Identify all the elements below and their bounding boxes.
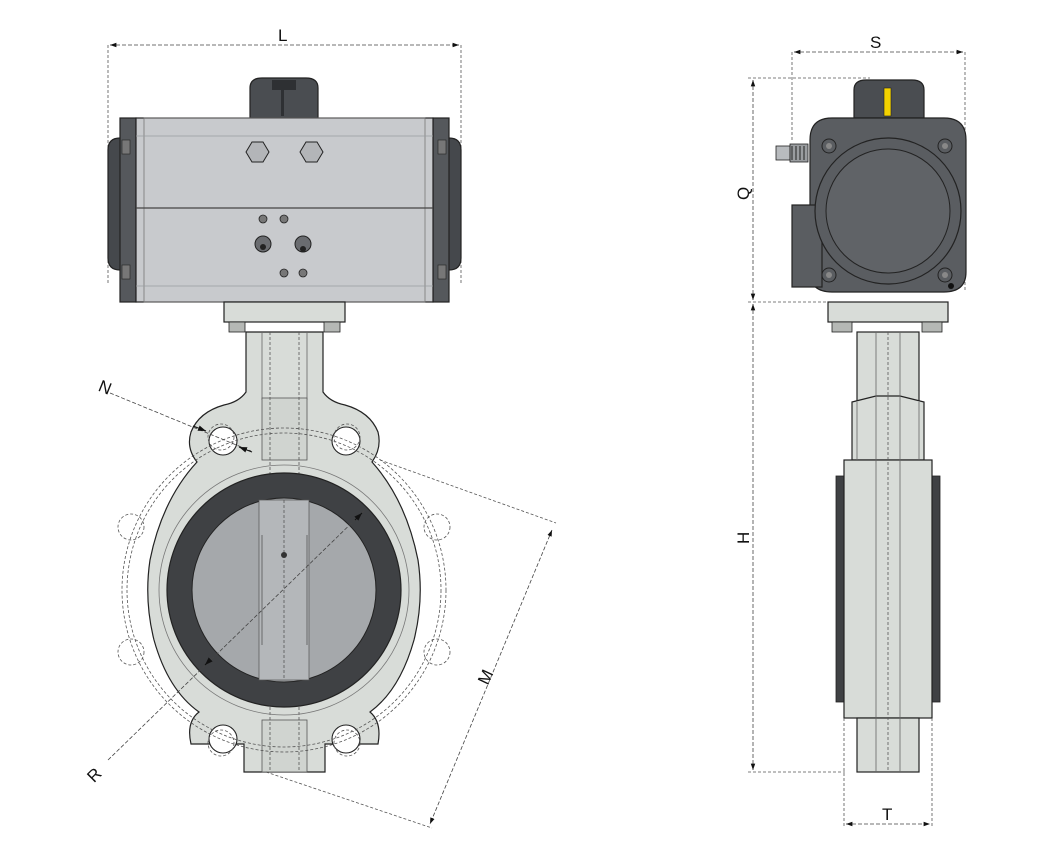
dimension-label-Q: Q [734,187,753,200]
valve-body-side [835,331,941,773]
dimension-line-M [429,529,553,825]
valve-body-front [147,331,421,773]
mounting-bracket-front [223,301,346,333]
front-view: L [83,26,557,829]
side-view: S Q H [734,33,967,827]
dimension-label-L: L [278,26,287,45]
position-indicator [883,87,892,117]
dimension-label-N: N [96,376,115,398]
dimension-label-S: S [870,33,881,52]
dimension-label-R: R [83,764,105,786]
mounting-bracket-side [827,301,949,333]
pneumatic-actuator-front [107,77,462,303]
dimension-label-H: H [734,532,753,544]
pneumatic-actuator-side [775,79,967,293]
dimension-label-T: T [882,805,892,824]
